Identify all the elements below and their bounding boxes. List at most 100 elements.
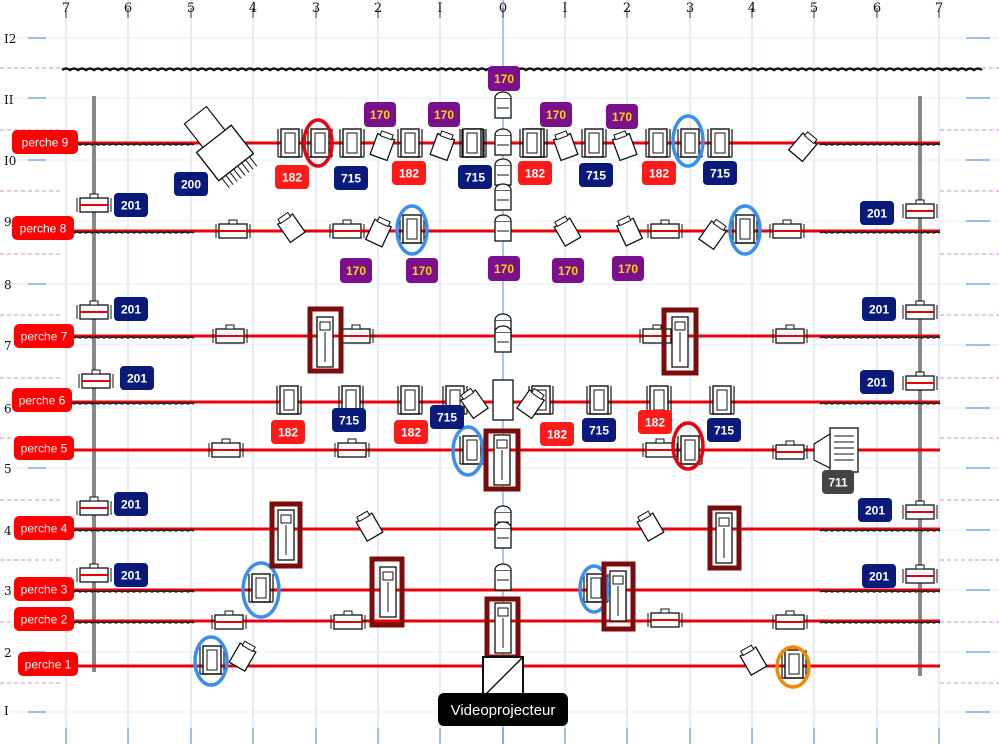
fixture-handle: [655, 438, 665, 444]
badge-170: [488, 256, 520, 281]
fixture-fin: [241, 162, 250, 173]
ellipsoidal-icon: [277, 509, 295, 561]
fixture-handle: [652, 324, 662, 330]
pc-spot-icon: [769, 219, 805, 239]
fixture-cap: [617, 215, 632, 227]
badge-201: [860, 201, 894, 225]
fixture-fin: [225, 174, 234, 185]
profile-spot-icon: [199, 645, 225, 675]
tilted-flood-icon: [459, 387, 490, 420]
fixture-handle: [91, 369, 101, 375]
perche-tag: [18, 652, 78, 676]
fixture-handle: [224, 610, 234, 616]
projector-label: Videoprojecteur: [451, 702, 556, 719]
dark-red-frame-marker: [369, 556, 405, 628]
badge-170: [488, 66, 520, 91]
fixture-lens: [714, 132, 726, 154]
badge-170-text: 170: [546, 108, 566, 122]
profile-spot-icon: [276, 385, 302, 415]
column-label: 0: [499, 1, 507, 16]
blue-ring-marker: [451, 425, 485, 477]
column-label: 4: [748, 1, 756, 16]
badge-201-text: 201: [865, 504, 885, 518]
perche-tag: [12, 388, 72, 412]
badge-170: [428, 102, 460, 127]
fixture-lens: [497, 607, 509, 617]
fixture-handle: [660, 219, 670, 225]
badge-170: [552, 258, 584, 283]
fixture-hood: [494, 563, 512, 571]
row-label: 2: [4, 646, 12, 660]
profile-spot-icon: [277, 128, 303, 158]
pc-spot-icon: [76, 300, 112, 320]
pc-spot-icon: [902, 199, 938, 219]
perche-wavy-segment: [819, 402, 941, 405]
tilted-flood-icon: [364, 216, 393, 248]
badge-182-text: 182: [278, 426, 298, 440]
fixture-handle: [89, 496, 99, 502]
fixture-lens: [684, 439, 696, 461]
tilted-flood-icon: [739, 644, 768, 677]
badge-170-text: 170: [558, 264, 578, 278]
badge-715: [430, 405, 464, 429]
badge-170-text: 170: [494, 72, 514, 86]
fixture-lens: [280, 514, 292, 524]
fixture-hood: [494, 158, 512, 166]
pc-spot-icon: [329, 219, 365, 239]
dark-red-frame-marker: [661, 307, 699, 376]
fixture-lens: [206, 649, 218, 671]
pc-spot-icon: [647, 219, 683, 239]
pc-spot-icon: [334, 438, 370, 458]
column-label: 4: [249, 1, 257, 16]
badge-170-text: 170: [612, 110, 632, 124]
badge-170-text: 170: [346, 264, 366, 278]
badge-182-text: 182: [649, 167, 669, 181]
pc-spot-icon: [902, 300, 938, 320]
ellipsoidal-icon: [671, 316, 689, 368]
fixture-cap: [241, 640, 256, 653]
perche-tag: [14, 436, 74, 460]
badge-201: [862, 564, 896, 588]
badge-170-text: 170: [618, 262, 638, 276]
badge-182-text: 182: [645, 416, 665, 430]
badge-170: [606, 104, 638, 129]
column-label: 3: [312, 1, 320, 16]
badge-182: [642, 161, 676, 185]
pc-spot-icon: [76, 563, 112, 583]
ellipsoidal-icon: [609, 570, 627, 622]
badge-715-text: 715: [437, 411, 457, 425]
pc-spot-icon: [330, 610, 366, 630]
column-label: 2: [623, 1, 631, 16]
fixture-handle: [785, 324, 795, 330]
ellipsoidal-icon: [379, 566, 397, 618]
ellipsoidal-icon: [493, 434, 511, 486]
fixtures: [76, 91, 938, 679]
fixture-hood: [494, 214, 512, 222]
fixture-fin: [229, 171, 238, 182]
fixture-body: [492, 379, 514, 421]
fixture-handle: [225, 324, 235, 330]
center-cluster-icon: [492, 379, 514, 421]
fixture-hood: [494, 313, 512, 321]
row-label: 5: [4, 462, 12, 476]
fixture-lens: [526, 132, 538, 154]
fixture-handle: [782, 219, 792, 225]
tilted-flood-icon: [636, 510, 665, 543]
badge-201: [862, 297, 896, 321]
fixture-hood: [494, 91, 512, 99]
curtain-line: [61, 67, 983, 72]
fixture-fin: [237, 165, 246, 176]
perche-tag-label: perche 1: [25, 658, 72, 672]
tilted-flood-icon: [369, 130, 396, 162]
badge-182-text: 182: [399, 167, 419, 181]
tilted-flood-icon: [276, 211, 307, 244]
fixture-lens: [346, 132, 358, 154]
ellipsoidal-icon: [316, 316, 334, 368]
perche-wavy-segment: [61, 590, 195, 593]
perche-wavy-segment: [819, 143, 941, 146]
fixture-fin: [221, 177, 230, 189]
fixture-lens: [319, 321, 331, 331]
fixture-handle: [343, 610, 353, 616]
fixture-fin: [249, 156, 258, 167]
center-spot-icon: [494, 91, 512, 119]
